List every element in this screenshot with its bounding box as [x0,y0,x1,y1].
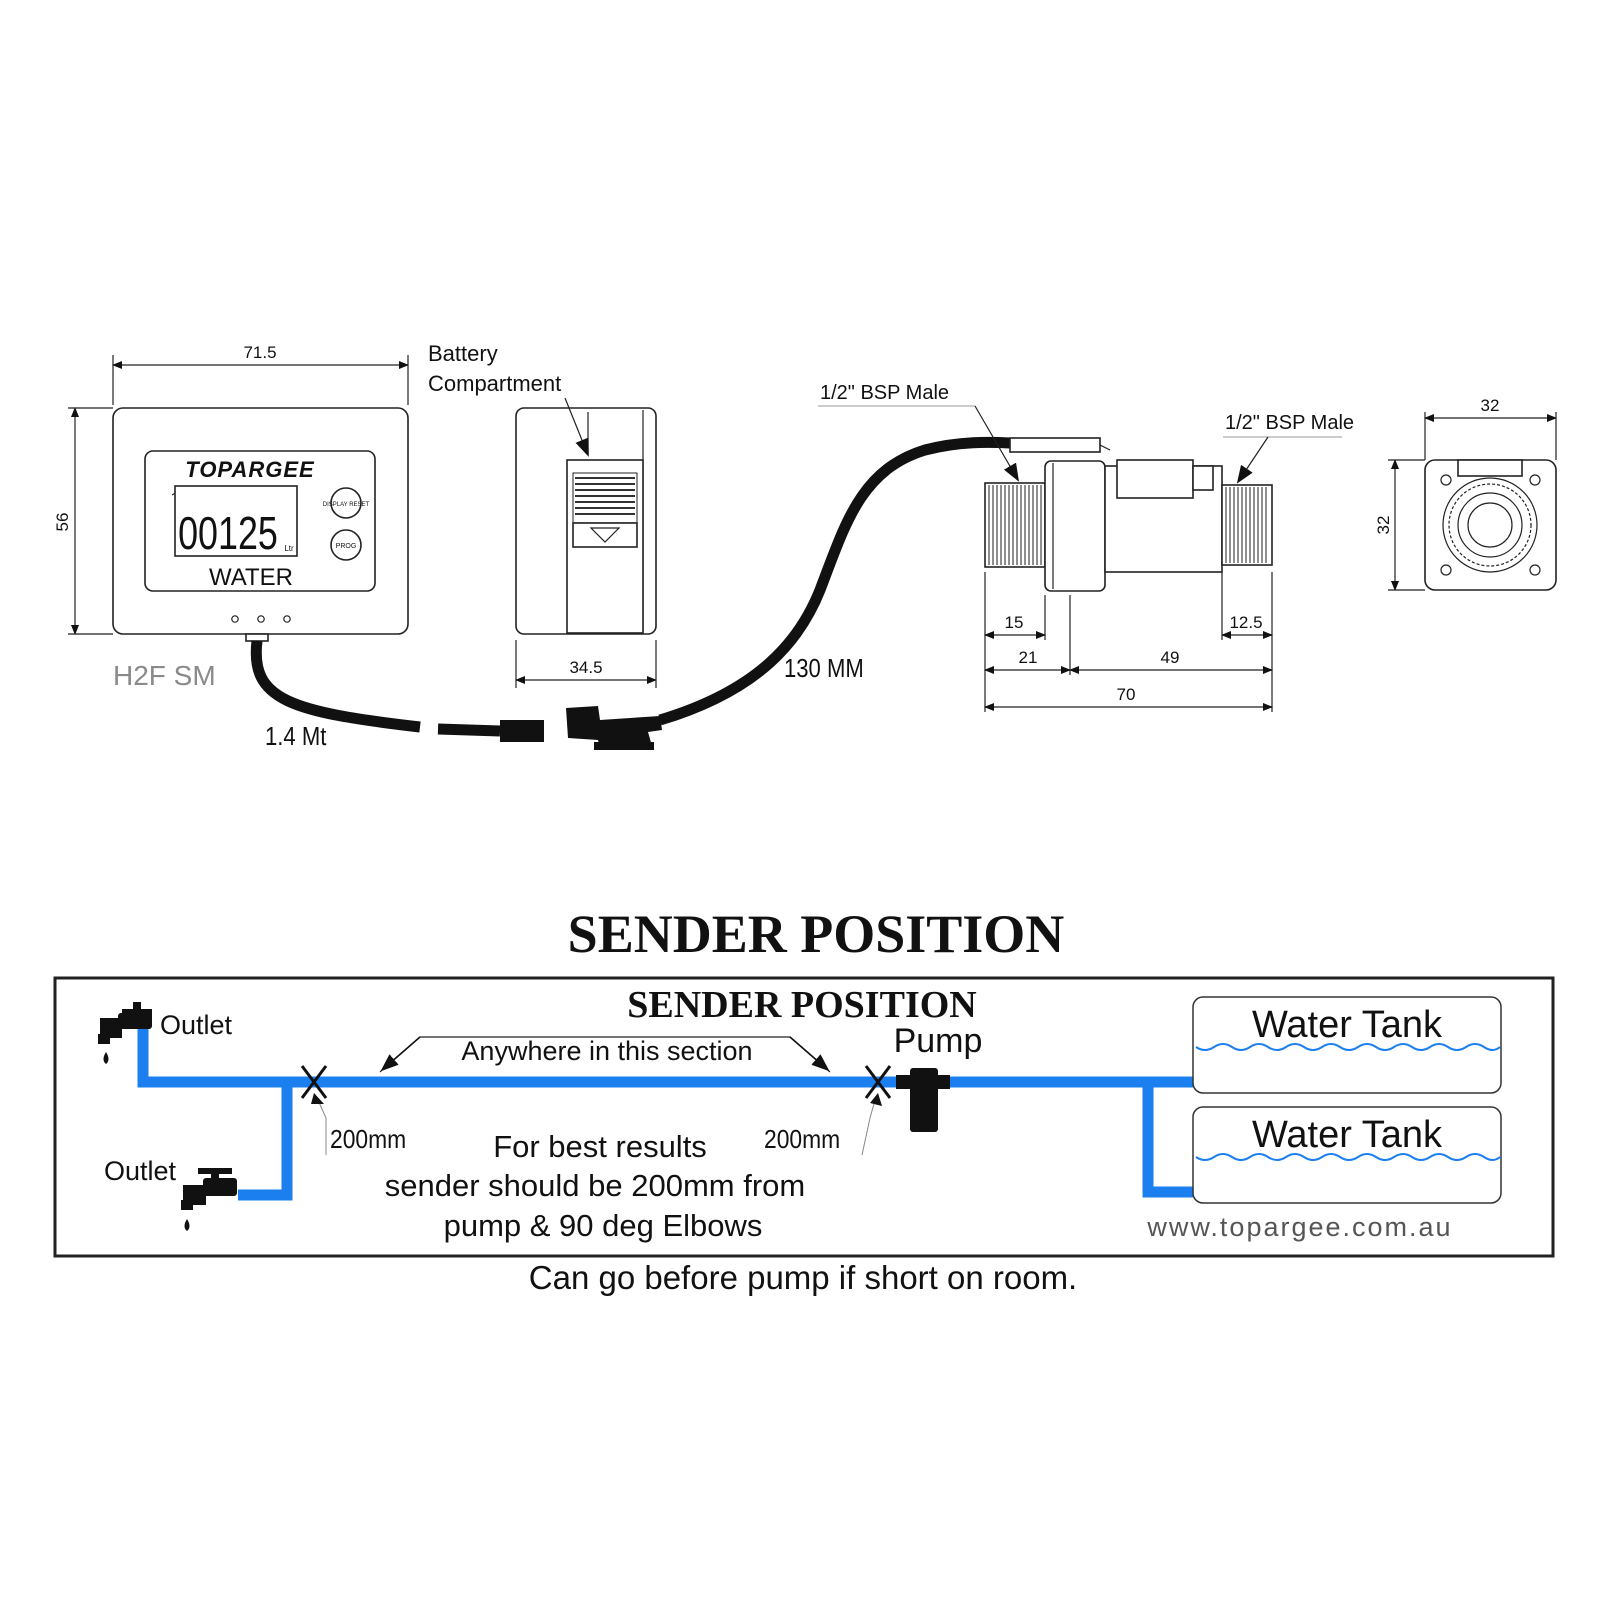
tank-top-label: Water Tank [1252,1004,1443,1046]
left-thread [984,482,1046,568]
lower-branch-pipe [238,1082,293,1201]
tank-branch-pipe [1142,1082,1195,1198]
display-reset-label: DISPLAY RESET [323,502,370,508]
outlet-top-label: Outlet [160,1010,233,1040]
dist-left-label: 200mm [330,1126,406,1155]
tank-bottom-label: Water Tank [1252,1114,1443,1156]
section-label: Anywhere in this section [461,1036,752,1066]
sender-end-view: 32 32 [1374,396,1557,591]
note-line-1: For best results [493,1129,707,1164]
footer-note: Can go before pump if short on room. [529,1259,1077,1296]
display-unit: 71.5 56 TOPARGEE 00125 Ltr WATER DISPLAY… [53,343,409,691]
width-dim-label: 71.5 [243,343,276,362]
end-plate [1424,459,1557,591]
connector-socket [566,706,662,748]
sender-flange [1044,460,1106,592]
lcd-reading: 00125 [178,508,278,559]
dim-70-label: 70 [1117,685,1136,704]
depth-dim-label: 34.5 [569,658,602,677]
lcd-unit: Ltr [284,544,294,553]
end-height-label: 32 [1374,516,1393,535]
dim-15-label: 15 [1005,613,1024,632]
pump-icon [910,1068,938,1132]
website-label: www.topargee.com.au [1146,1212,1452,1242]
left-x-marker [300,1065,328,1099]
thread-right-label: 1/2" BSP Male [1225,412,1354,434]
sender-cable-length: 130 MM [784,654,864,683]
prog-button[interactable] [330,529,362,561]
sender-cable [658,436,1011,726]
display-cable [250,640,421,733]
side-view: Battery Compartment 34.5 [428,341,657,688]
battery-label-line1: Battery [428,341,498,366]
thread-left-label: 1/2" BSP Male [820,382,949,404]
battery-label-line2: Compartment [428,371,561,396]
dim-21-label: 21 [1019,648,1038,667]
height-dim-label: 56 [53,513,72,532]
fluid-label: WATER [209,564,293,591]
water-tank-top [1192,996,1502,1094]
end-width-label: 32 [1481,396,1500,415]
brand-logo: TOPARGEE [185,457,315,482]
position-heading: SENDER POSITION [568,904,1065,964]
note-line-2: sender should be 200mm from [385,1168,805,1203]
note-line-3: pump & 90 deg Elbows [444,1208,763,1243]
main-pipe [137,1020,1195,1088]
model-label: H2F SM [113,660,216,691]
lcd-screen [174,485,298,557]
water-tank-bottom [1192,1106,1502,1204]
position-panel: SENDER POSITION Outlet Outlet [53,976,1555,1258]
outlet-bottom-label: Outlet [104,1156,177,1186]
display-cable-length: 1.4 Mt [265,722,327,751]
display-reset-button[interactable] [330,487,362,519]
cables: 1.4 Mt 130 MM [250,436,1011,751]
dist-right-label: 200mm [764,1126,840,1155]
flow-sender: 1/2" BSP Male 1/2" BSP Male 15 12.5 21 4… [818,382,1354,712]
bottom-tap-icon [181,1168,237,1231]
dim-49-label: 49 [1161,648,1180,667]
pump-label: Pump [894,1022,983,1060]
prog-label: PROG [336,543,357,550]
dim-12-5-label: 12.5 [1229,613,1262,632]
right-x-marker [864,1065,892,1099]
position-box-heading: SENDER POSITION [627,984,976,1026]
top-tap-icon [98,1002,152,1064]
connector-plug [500,720,544,742]
